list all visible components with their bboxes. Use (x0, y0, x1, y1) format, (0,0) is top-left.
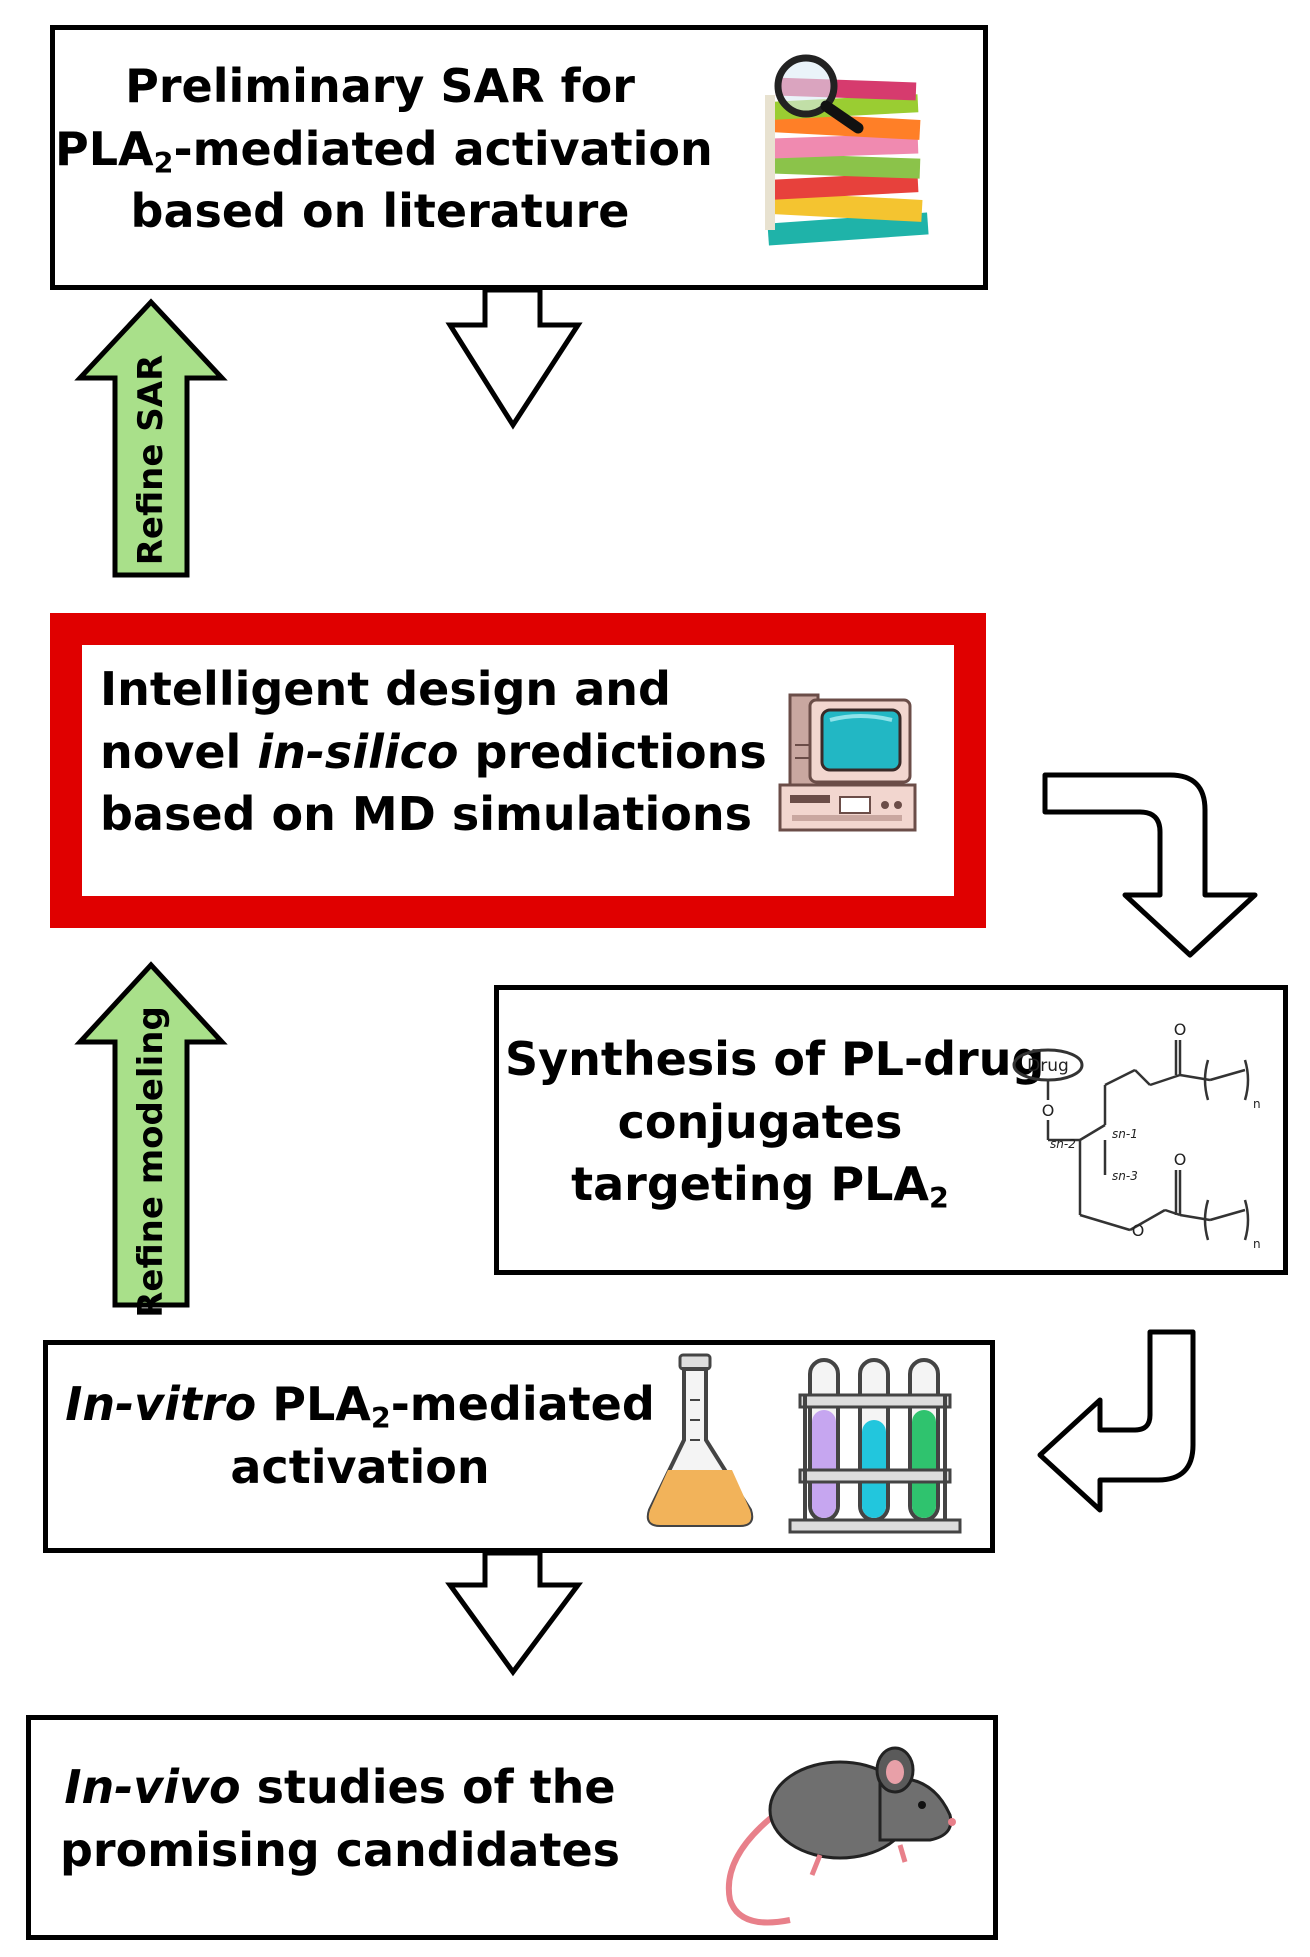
synthesis-text: Synthesis of PL-drug conjugates targetin… (505, 1032, 1045, 1216)
invitro-text: In-vitro PLA2-mediated activation (65, 1377, 655, 1494)
sn1-label: sn-1 (1112, 1127, 1138, 1141)
curved-arrow-right-down (1042, 772, 1258, 958)
o-label-1: O (1042, 1101, 1055, 1120)
o-label-4: O (1132, 1221, 1145, 1240)
o-label-2: O (1174, 1020, 1187, 1039)
refine-sar-label: Refine SAR (131, 354, 171, 566)
flask-icon (646, 1353, 754, 1527)
literature-text: Preliminary SAR for PLA2-mediated activa… (55, 59, 713, 239)
refine-sar-arrow (74, 298, 228, 578)
computer-icon (778, 693, 917, 832)
phospholipid-structure (1012, 1040, 1250, 1241)
n-label-2: n (1253, 1237, 1261, 1251)
down-arrow-2 (445, 1550, 583, 1677)
structure-labels: Drug O O O O sn-1 sn-2 sn-3 n n (1027, 1020, 1260, 1251)
sn2-label: sn-2 (1050, 1137, 1076, 1151)
refine-modeling-label: Refine modeling (131, 1006, 171, 1318)
drug-label: Drug (1027, 1056, 1069, 1076)
design-box (50, 613, 986, 928)
o-label-3: O (1174, 1150, 1187, 1169)
synthesis-box (494, 985, 1288, 1275)
books-icon (765, 54, 929, 246)
down-arrow-1 (445, 287, 583, 430)
sn3-label: sn-3 (1112, 1169, 1138, 1183)
refine-modeling-arrow (74, 961, 228, 1308)
test-tubes-icon (788, 1358, 962, 1534)
mouse-icon (725, 1746, 956, 1926)
n-label-1: n (1253, 1097, 1261, 1111)
design-text: Intelligent design and novel in-silico p… (100, 662, 767, 842)
invivo-text: In-vivo studies of the promising candida… (60, 1760, 621, 1877)
curved-arrow-down-left (1037, 1329, 1196, 1513)
